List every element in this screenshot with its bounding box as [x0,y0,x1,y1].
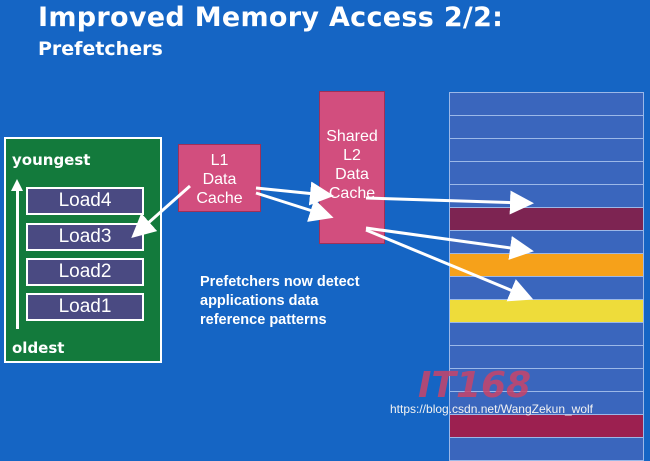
arrow-l2-to-mem-row5 [365,190,534,215]
l2-cache-line: Shared [326,128,378,145]
arrow-l1-to-l2-upper [255,181,334,206]
slide-title: Improved Memory Access 2/2: [38,2,504,33]
it168-logo: IT168 [418,365,532,406]
load-box-load3: Load3 [26,223,144,251]
oldest-label: oldest [12,339,65,357]
slide-subtitle: Prefetchers [38,38,163,60]
age-arrow-up-icon [11,179,23,191]
prefetch-note-line: reference patterns [200,312,327,328]
memory-row [449,276,644,300]
arrow-l2-to-mem-row9 [365,228,534,302]
age-arrow-shaft [16,189,19,329]
prefetch-note-line: applications data [200,293,319,309]
l1-cache-line: L1 [210,152,229,169]
arrow-l1-to-l2-lower [255,191,334,222]
watermark-url: https://blog.csdn.net/WangZekun_wolf [390,402,594,416]
load-box-load2: Load2 [26,258,144,286]
l1-cache-line: Cache [196,190,243,207]
l1-cache-line: Data [202,171,237,188]
memory-row [449,184,644,208]
load-queue-panel: youngest Load4 Load3 Load2 Load1 oldest [4,137,162,363]
prefetch-arrows [131,181,534,302]
l2-cache-line: Data [335,166,369,183]
l2-cache-line: Cache [328,185,376,202]
memory-row [449,230,644,254]
memory-row [449,92,644,116]
prefetch-note: Prefetchers now detect applications data… [200,273,440,330]
load-box-load4: Load4 [26,187,144,215]
memory-row [449,115,644,139]
memory-row [449,161,644,185]
l1-data-cache: L1 Data Cache [178,144,261,212]
l2-cache-line: L2 [343,147,361,164]
memory-row [449,345,644,369]
arrow-l1-to-load3 [131,184,191,238]
memory-row [449,322,644,346]
arrow-l2-to-mem-row7 [365,226,534,260]
youngest-label: youngest [12,151,91,169]
prefetch-note-line: Prefetchers now detect [200,274,360,290]
load-box-load1: Load1 [26,293,144,321]
memory-row [449,437,644,461]
